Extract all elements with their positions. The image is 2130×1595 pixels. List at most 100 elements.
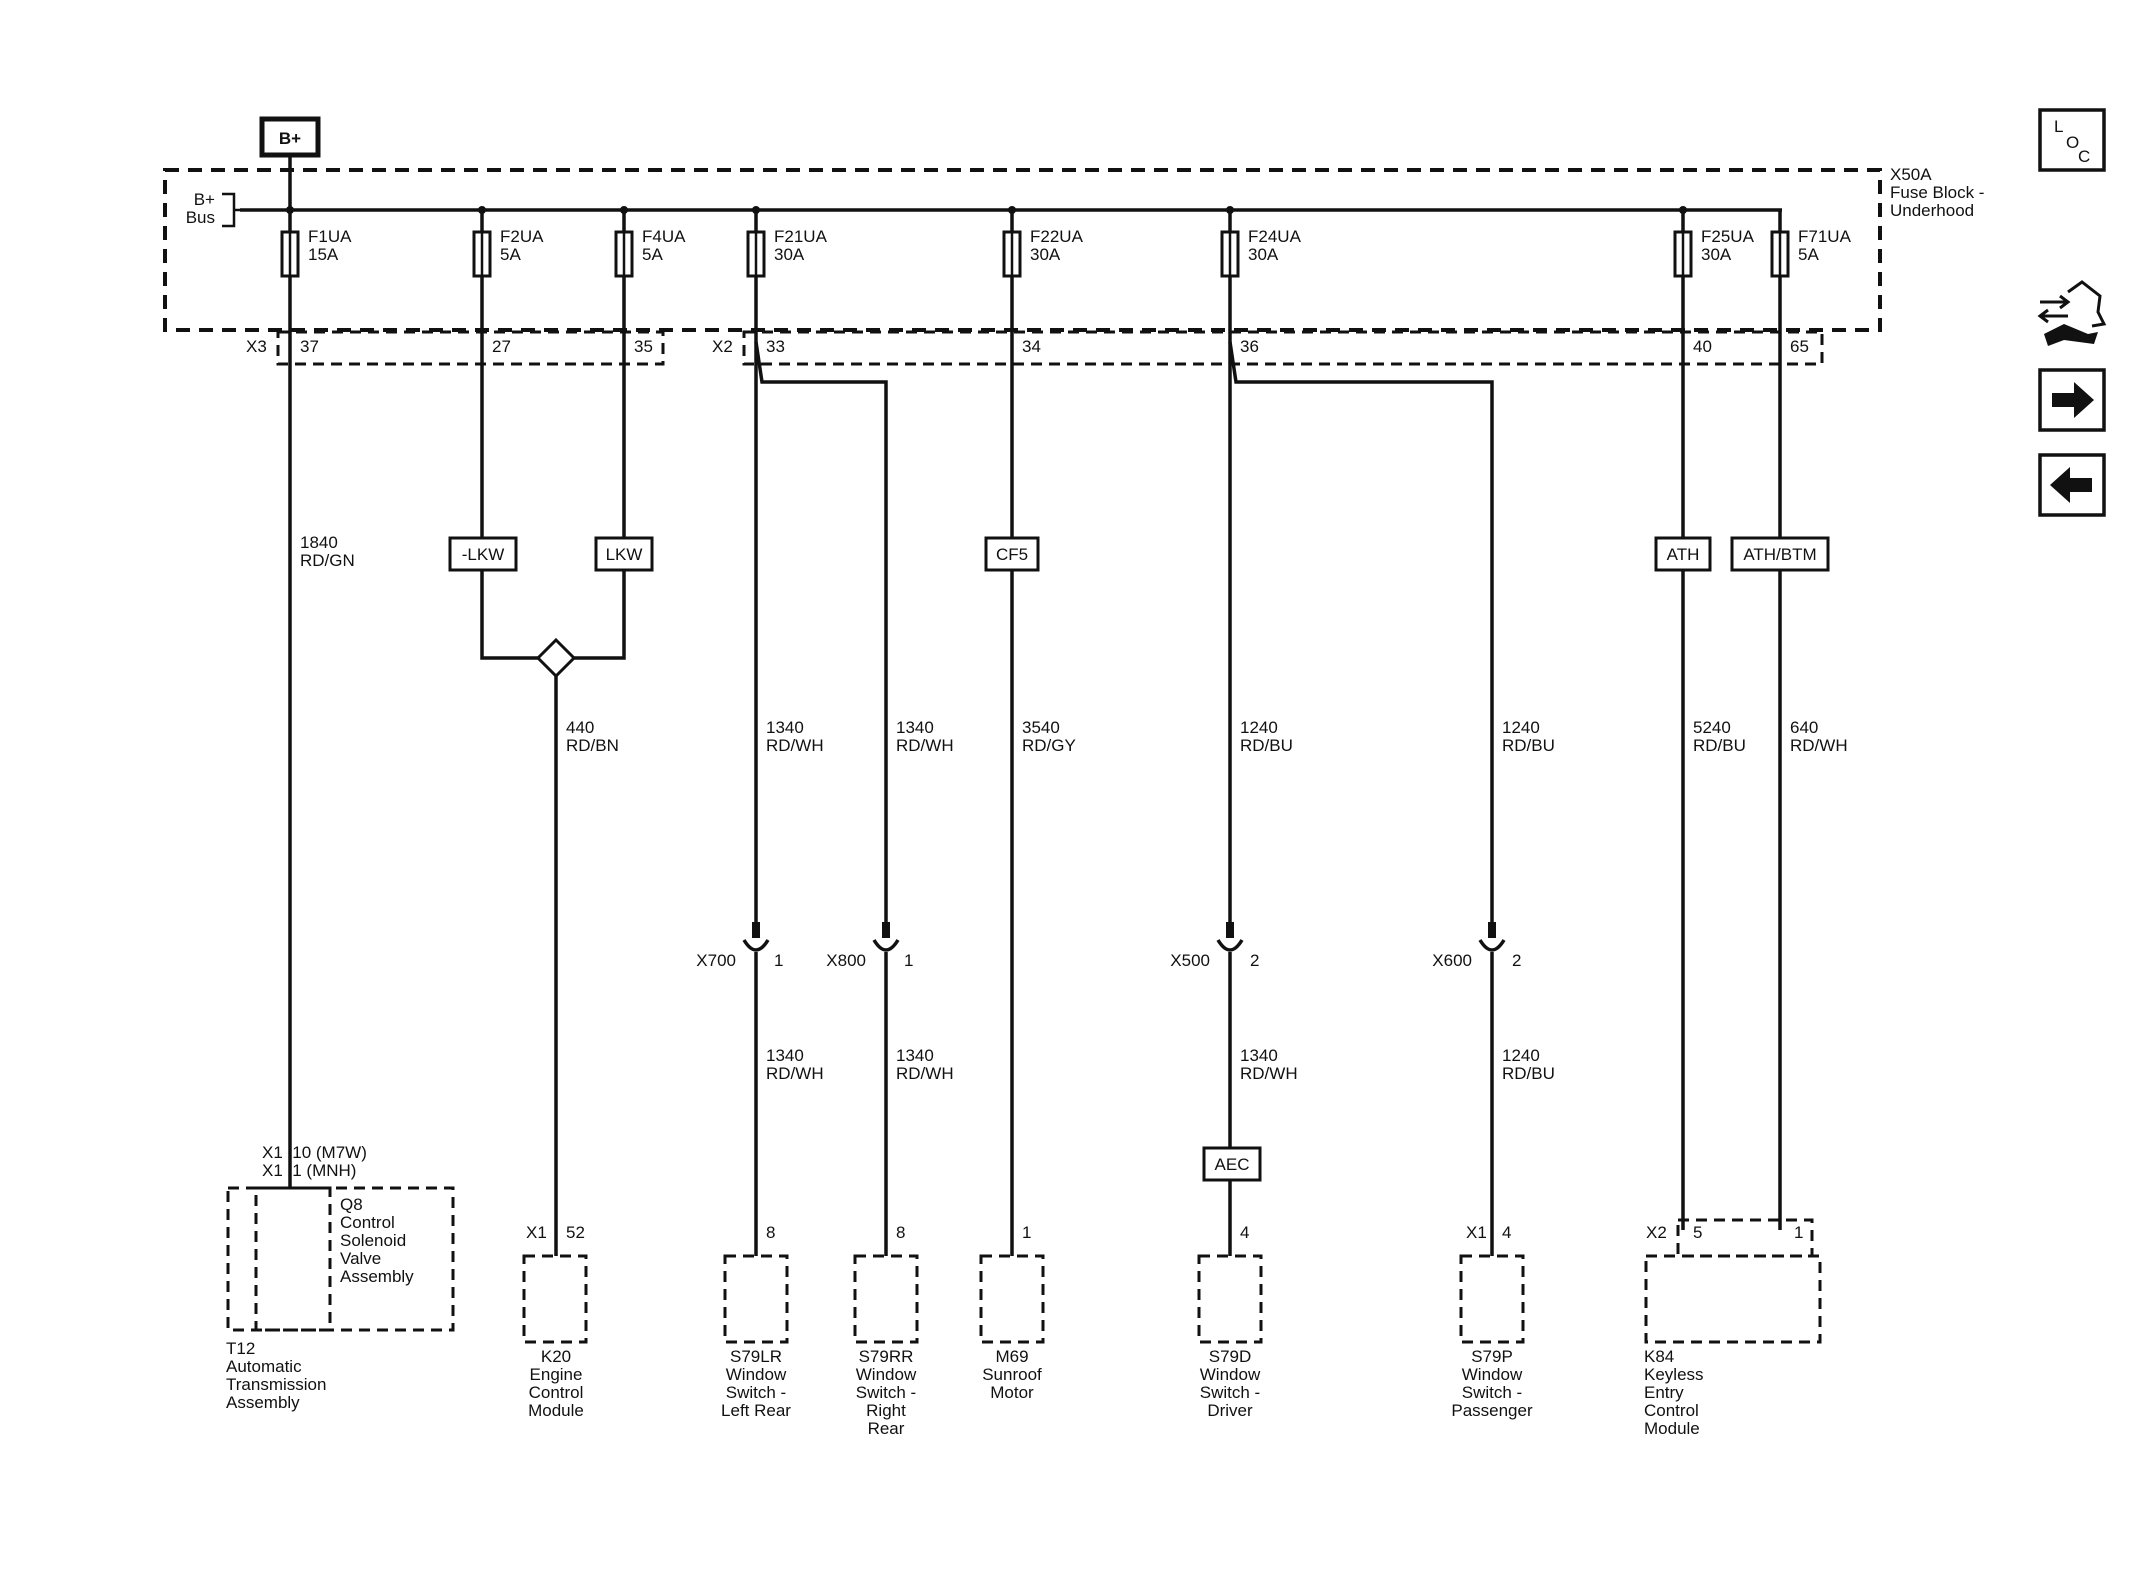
wire-circuit: 1240: [1240, 718, 1278, 737]
option-tag: [448, 536, 518, 572]
fuse-f24ua: F24UA 30A: [1220, 206, 1302, 278]
fuse-name: F71UA: [1798, 227, 1852, 246]
k20-pin: 52: [566, 1223, 585, 1242]
k84-pin: 1: [1794, 1223, 1803, 1242]
wire-circuit: 1340: [896, 1046, 934, 1065]
pin-number: 40: [1693, 337, 1712, 356]
wire-circuit: 1340: [1240, 1046, 1278, 1065]
fuse-f21ua: F21UA 30A: [746, 206, 828, 278]
connector-tool-icon[interactable]: [2037, 280, 2107, 346]
wire-circuit: 1240: [1502, 1046, 1540, 1065]
loc-icon[interactable]: L O C: [2038, 108, 2106, 172]
option-tag-label: CF5: [996, 545, 1028, 564]
wire-color: RD/WH: [766, 736, 824, 755]
option-tag-label: ATH/BTM: [1743, 545, 1816, 564]
fuse-rating: 15A: [308, 245, 339, 264]
wire-color: RD/BU: [1502, 736, 1555, 755]
bus-label: B+Bus: [186, 190, 215, 227]
fuse-block-outline: [163, 168, 1882, 332]
fuse-name: F22UA: [1030, 227, 1084, 246]
fuse-f4ua: F4UA 5A: [614, 206, 686, 278]
wire-circuit: 5240: [1693, 718, 1731, 737]
fuse-name: F4UA: [642, 227, 686, 246]
wire-color: RD/WH: [1790, 736, 1848, 755]
wire-circuit: 440: [566, 718, 594, 737]
connector-name: X500: [1170, 951, 1210, 970]
fuse-rating: 30A: [1248, 245, 1279, 264]
option-tag: [594, 536, 654, 572]
loc-l: L: [2054, 117, 2063, 136]
wire-color: RD/BU: [1693, 736, 1746, 755]
wire-color: RD/WH: [1240, 1064, 1298, 1083]
fuse-name: F24UA: [1248, 227, 1302, 246]
connector-name: X600: [1432, 951, 1472, 970]
b-plus-source: B+: [259, 116, 321, 210]
fuse-name: F21UA: [774, 227, 828, 246]
s79p-connector: X1: [1466, 1223, 1487, 1242]
connector-x2-outline: [742, 330, 1824, 366]
s79d-pin: 4: [1240, 1223, 1249, 1242]
pin-number: 35: [634, 337, 653, 356]
fuse-name: F25UA: [1701, 227, 1755, 246]
connector-name: X800: [826, 951, 866, 970]
wire-color: RD/BU: [1502, 1064, 1555, 1083]
pin-number: 37: [300, 337, 319, 356]
wire-color: RD/GY: [1022, 736, 1076, 755]
fuse-f1ua: F1UA 15A: [280, 206, 352, 278]
m69-pin: 1: [1022, 1223, 1031, 1242]
pin-number: 34: [1022, 337, 1041, 356]
inline-connector-x800: X800 1: [826, 922, 913, 1256]
connector-pin: 2: [1250, 951, 1259, 970]
fuse-rating: 30A: [774, 245, 805, 264]
k20-connector: X1: [526, 1223, 547, 1242]
fuse-name: F2UA: [500, 227, 544, 246]
connector-pin: 1: [904, 951, 913, 970]
connector-pin: 1: [774, 951, 783, 970]
connector-x3-label: X3: [246, 337, 267, 356]
fuse-f25ua: F25UA 30A: [1673, 206, 1755, 278]
wire-color: RD/GN: [300, 551, 355, 570]
wire-circuit: 640: [1790, 718, 1818, 737]
s79rr-pin: 8: [896, 1223, 905, 1242]
inline-connector-x700: X700 1: [696, 922, 783, 1256]
fuse-rating: 5A: [1798, 245, 1819, 264]
wire-circuit: 1240: [1502, 718, 1540, 737]
arrow-right-icon[interactable]: [2038, 368, 2106, 432]
option-tag-label: -LKW: [462, 545, 505, 564]
b-plus-label: B+: [279, 129, 301, 148]
s79lr-pin: 8: [766, 1223, 775, 1242]
k84-connector: X2: [1646, 1223, 1667, 1242]
fuse-f22ua: F22UA 30A: [1002, 206, 1084, 278]
wire-color: RD/WH: [766, 1064, 824, 1083]
loc-o: O: [2066, 133, 2079, 152]
wire-circuit: 1340: [766, 1046, 804, 1065]
option-tag: [1202, 1146, 1262, 1182]
t12-connector-1: X1 10 (M7W): [262, 1143, 367, 1162]
loc-c: C: [2078, 147, 2090, 166]
arrow-left-icon[interactable]: [2038, 453, 2106, 517]
pin-number: 27: [492, 337, 511, 356]
connector-x2-label: X2: [712, 337, 733, 356]
fuse-f2ua: F2UA 5A: [472, 206, 544, 278]
fuse-rating: 30A: [1701, 245, 1732, 264]
wire-circuit: 3540: [1022, 718, 1060, 737]
wire-color: RD/BN: [566, 736, 619, 755]
wire-circuit: 1340: [766, 718, 804, 737]
